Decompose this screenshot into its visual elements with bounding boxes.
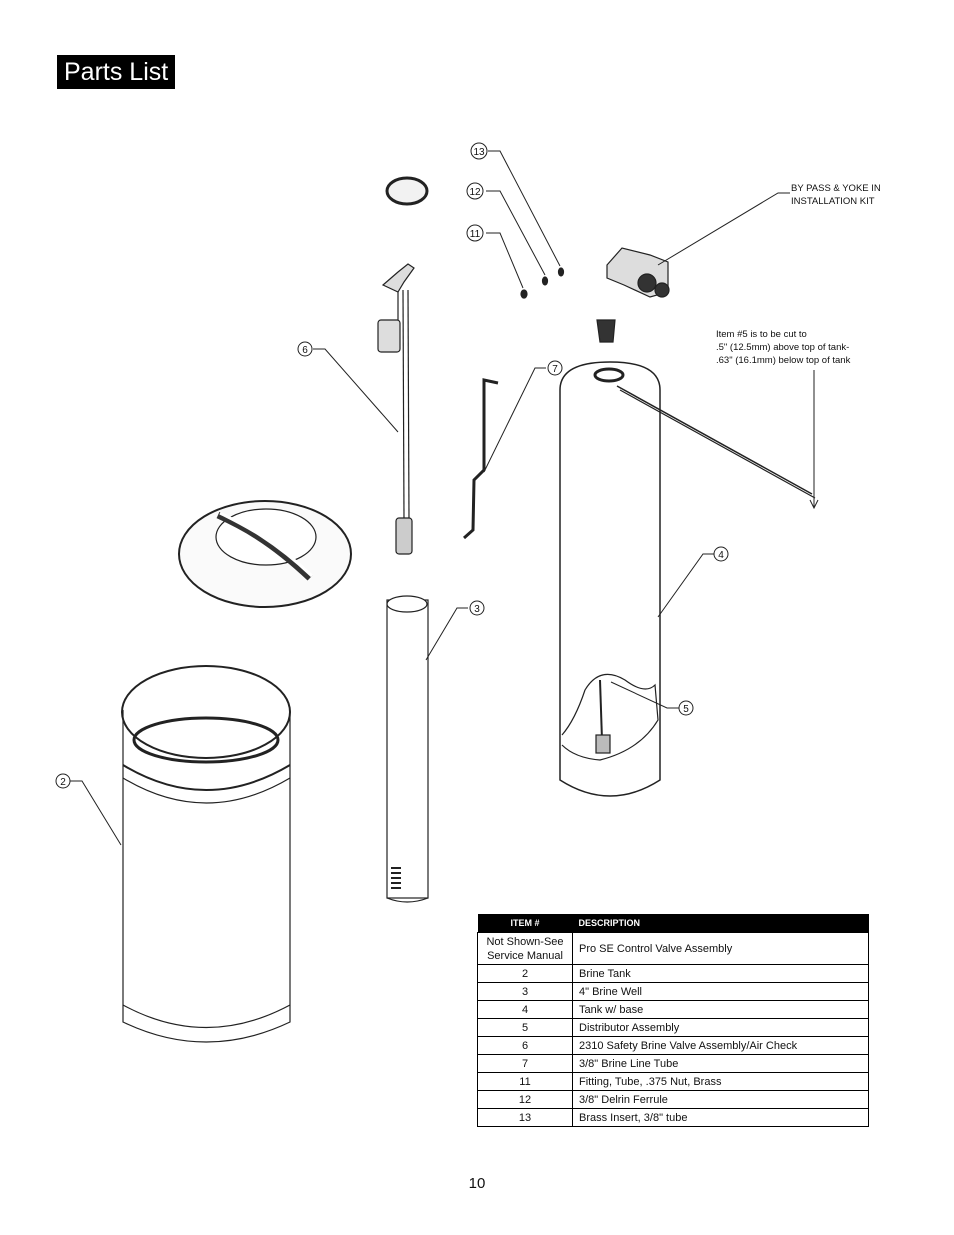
cut-note-line: Item #5 is to be cut to — [716, 329, 807, 340]
table-row: 3 4" Brine Well — [477, 982, 869, 1001]
insert-13 — [557, 267, 565, 277]
callout-11: 11 — [470, 229, 481, 240]
callout-3: 3 — [474, 604, 480, 615]
column-header-description: DESCRIPTION — [572, 914, 869, 933]
bypass-note: BY PASS & YOKE IN INSTALLATION KIT — [791, 182, 881, 208]
mineral-tank — [559, 319, 661, 797]
item-cell: 7 — [477, 1054, 573, 1073]
description-cell: Fitting, Tube, .375 Nut, Brass — [572, 1072, 869, 1091]
callout-6: 6 — [302, 345, 308, 356]
cut-note: Item #5 is to be cut to .5" (12.5mm) abo… — [716, 328, 850, 367]
brine-well-cap — [385, 176, 429, 206]
table-row: 2 Brine Tank — [477, 964, 869, 983]
item-cell: 5 — [477, 1018, 573, 1037]
page-number: 10 — [468, 1175, 486, 1192]
description-cell: Brine Tank — [572, 964, 869, 983]
page-title: Parts List — [57, 55, 176, 89]
table-row: 5 Distributor Assembly — [477, 1018, 869, 1037]
safety-brine-valve — [377, 263, 415, 555]
table-row: 6 2310 Safety Brine Valve Assembly/Air C… — [477, 1036, 869, 1055]
item-cell: 4 — [477, 1000, 573, 1019]
cut-note-line: .63" (16.1mm) below top of tank — [716, 355, 851, 366]
callout-2: 2 — [60, 777, 66, 788]
table-row: 13 Brass Insert, 3/8" tube — [477, 1108, 869, 1127]
brine-well — [386, 595, 429, 903]
description-cell: Brass Insert, 3/8" tube — [572, 1108, 869, 1127]
description-cell: Pro SE Control Valve Assembly — [572, 932, 869, 965]
table-row: Not Shown-See Service Manual Pro SE Cont… — [477, 932, 869, 965]
column-header-item: ITEM # — [477, 914, 573, 933]
cut-note-line: .5" (12.5mm) above top of tank- — [716, 342, 850, 353]
description-cell: Distributor Assembly — [572, 1018, 869, 1037]
item-cell: 12 — [477, 1090, 573, 1109]
description-cell: Tank w/ base — [572, 1000, 869, 1019]
table-row: 11 Fitting, Tube, .375 Nut, Brass — [477, 1072, 869, 1091]
bypass-note-line: INSTALLATION KIT — [791, 196, 875, 207]
item-cell: 6 — [477, 1036, 573, 1055]
callout-13: 13 — [473, 147, 485, 158]
callout-5: 5 — [683, 704, 689, 715]
description-cell: 3/8" Brine Line Tube — [572, 1054, 869, 1073]
description-cell: 3/8" Delrin Ferrule — [572, 1090, 869, 1109]
item-cell: 3 — [477, 982, 573, 1001]
item-cell: 13 — [477, 1108, 573, 1127]
parts-table: ITEM # DESCRIPTION Not Shown-See Service… — [477, 914, 869, 1127]
callout-12: 12 — [469, 187, 481, 198]
item-cell: Not Shown-See Service Manual — [477, 932, 573, 965]
item-cell: 2 — [477, 964, 573, 983]
table-row: 4 Tank w/ base — [477, 1000, 869, 1019]
item-cell: 11 — [477, 1072, 573, 1091]
callout-7: 7 — [552, 364, 558, 375]
callout-4: 4 — [718, 550, 724, 561]
brine-line-tube — [463, 378, 499, 540]
table-row: 7 3/8" Brine Line Tube — [477, 1054, 869, 1073]
ferrule-12 — [541, 276, 549, 286]
table-header-row: ITEM # DESCRIPTION — [477, 914, 869, 933]
brine-tank — [121, 665, 291, 1043]
description-cell: 2310 Safety Brine Valve Assembly/Air Che… — [572, 1036, 869, 1055]
bypass-note-line: BY PASS & YOKE IN — [791, 183, 881, 194]
salt-plate — [178, 500, 352, 608]
fitting-11 — [520, 289, 528, 299]
table-row: 12 3/8" Delrin Ferrule — [477, 1090, 869, 1109]
description-cell: 4" Brine Well — [572, 982, 869, 1001]
control-valve — [606, 247, 670, 298]
